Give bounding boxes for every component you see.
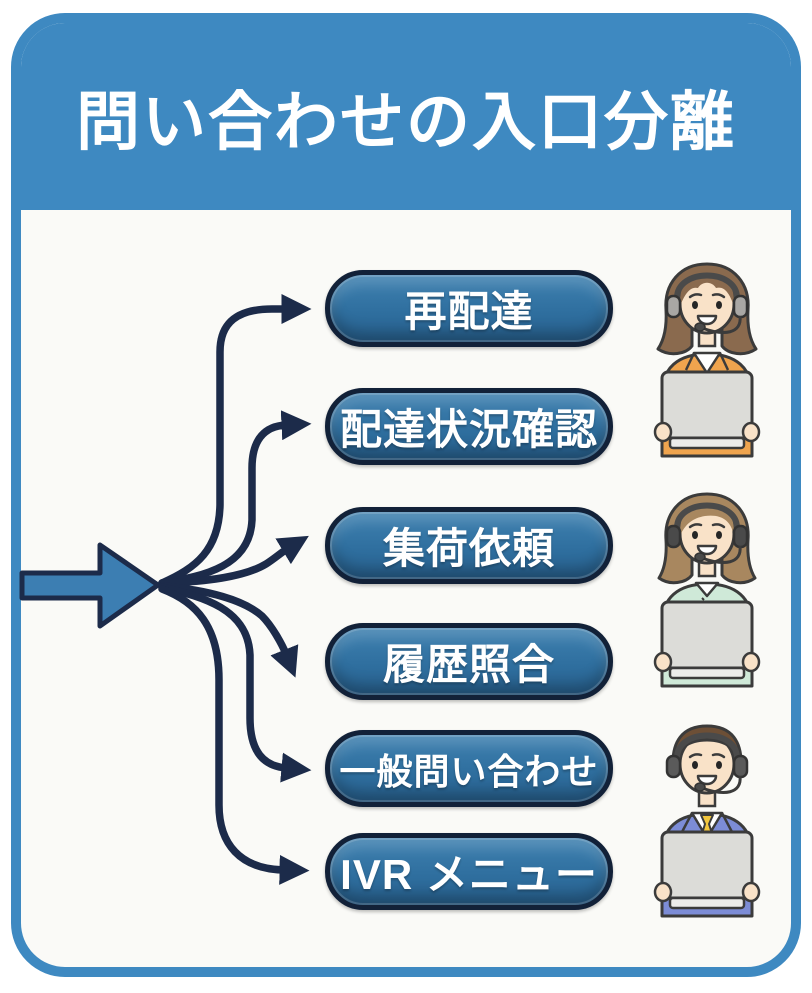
flow-button-label: 集荷依頼	[382, 525, 555, 572]
headset-icon	[665, 272, 749, 334]
laptop-icon	[653, 600, 761, 680]
flow-button-delivery-status[interactable]: 配達状況確認	[325, 388, 613, 465]
flow-button-label: 配達状況確認	[339, 406, 598, 453]
laptop-icon	[653, 830, 761, 910]
flow-button-label: 一般問い合わせ	[339, 750, 599, 792]
flow-button-redelivery[interactable]: 再配達	[325, 270, 613, 347]
headset-icon	[665, 732, 749, 794]
laptop-icon	[653, 370, 761, 450]
flow-button-label: 履歴照合	[382, 641, 555, 688]
flow-button-history-check[interactable]: 履歴照合	[325, 623, 613, 700]
headset-icon	[665, 502, 749, 564]
flow-button-ivr-menu[interactable]: IVR メニュー	[325, 833, 613, 910]
header-band: 問い合わせの入口分離	[21, 23, 791, 210]
operator-illustration-woman-orange	[653, 262, 761, 458]
operator-illustration-man-suit	[653, 724, 761, 918]
flow-button-label: 再配達	[404, 288, 534, 335]
panel-card: 問い合わせの入口分離	[11, 13, 801, 977]
flow-button-label: IVR メニュー	[340, 851, 598, 898]
page-title: 問い合わせの入口分離	[76, 85, 736, 158]
operator-illustration-woman-mint	[653, 492, 761, 688]
flow-button-pickup-request[interactable]: 集荷依頼	[325, 507, 613, 584]
flow-button-general-inquiry[interactable]: 一般問い合わせ	[325, 730, 613, 807]
